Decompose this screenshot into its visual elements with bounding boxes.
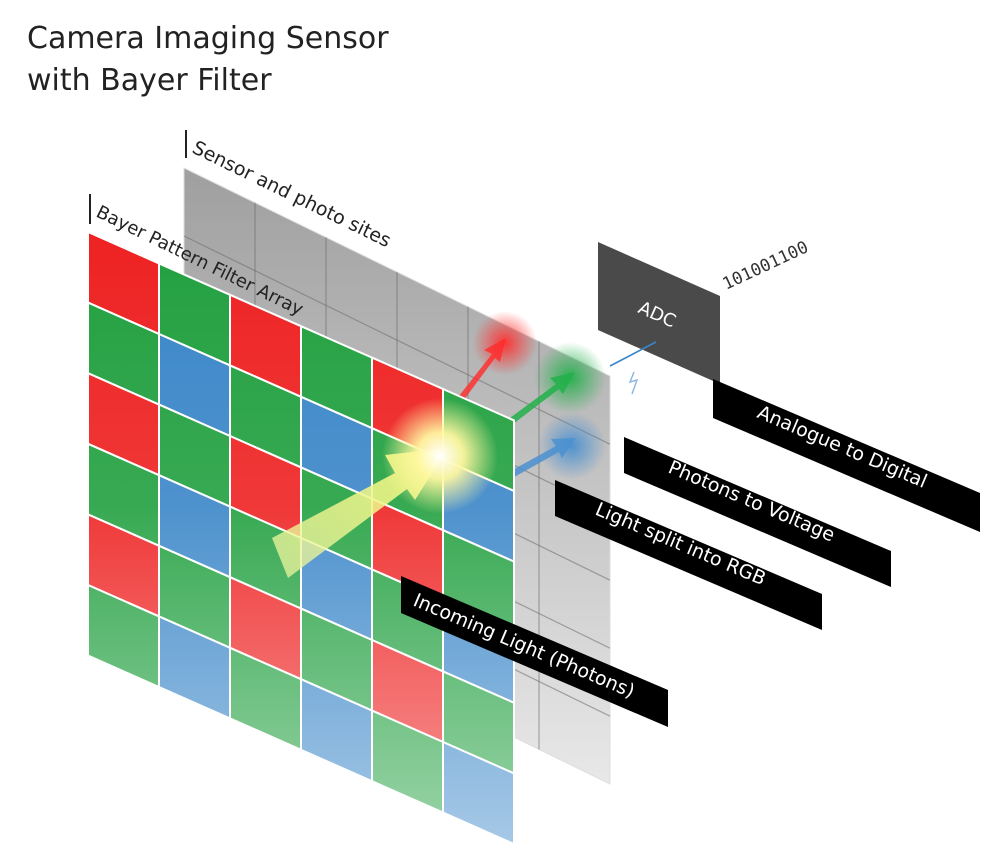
binary-output: 101001100 xyxy=(720,237,812,294)
title-line-1: Camera Imaging Sensor xyxy=(27,21,389,56)
adc-wire xyxy=(609,341,657,367)
voltage-spark-icon xyxy=(628,371,639,395)
sensor-grid-row-line xyxy=(183,235,611,445)
light-glow xyxy=(382,398,498,514)
adc-box xyxy=(598,242,720,384)
bayer-filter-layer: Bayer Pattern Filter Array xyxy=(87,194,515,846)
page-title: Camera Imaging Sensor with Bayer Filter xyxy=(27,18,389,102)
red-glow xyxy=(473,311,537,375)
callout-label-analogue-to-digital: Analogue to Digital xyxy=(754,401,930,492)
blue-glow xyxy=(538,412,606,480)
adc-unit: ADC 101001100 xyxy=(598,237,812,395)
incoming-light xyxy=(272,398,498,578)
title-line-2: with Bayer Filter xyxy=(27,63,272,98)
